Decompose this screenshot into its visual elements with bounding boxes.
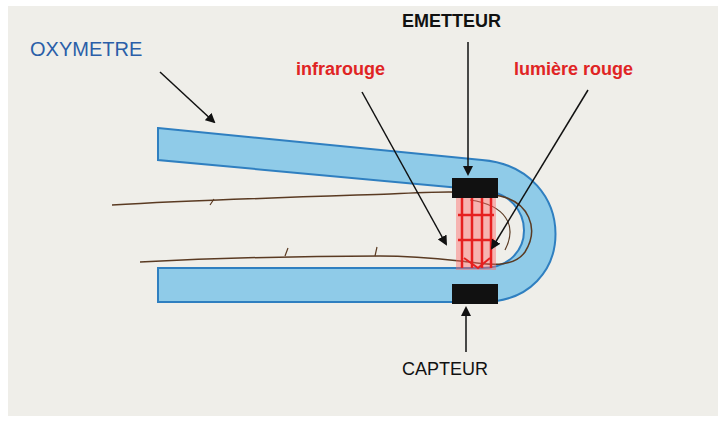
light-ray-head xyxy=(464,258,490,268)
leader-line xyxy=(362,92,446,244)
part-label: CAPTEUR xyxy=(402,360,488,380)
leader-line xyxy=(465,308,467,352)
leader-line xyxy=(492,90,588,248)
light-label: lumière rouge xyxy=(514,60,633,80)
leader-line xyxy=(160,72,214,122)
clip-body xyxy=(158,128,556,302)
sensor-block xyxy=(452,284,498,304)
part-label: EMETTEUR xyxy=(402,12,501,32)
skin-line xyxy=(210,199,377,256)
leader-line xyxy=(467,42,469,174)
emitter-block xyxy=(452,178,498,198)
light-beam xyxy=(456,197,496,270)
finger-outline xyxy=(140,256,470,262)
light-rays xyxy=(458,198,494,268)
light-label: infrarouge xyxy=(296,60,385,80)
part-label: OXYMETRE xyxy=(30,38,142,60)
